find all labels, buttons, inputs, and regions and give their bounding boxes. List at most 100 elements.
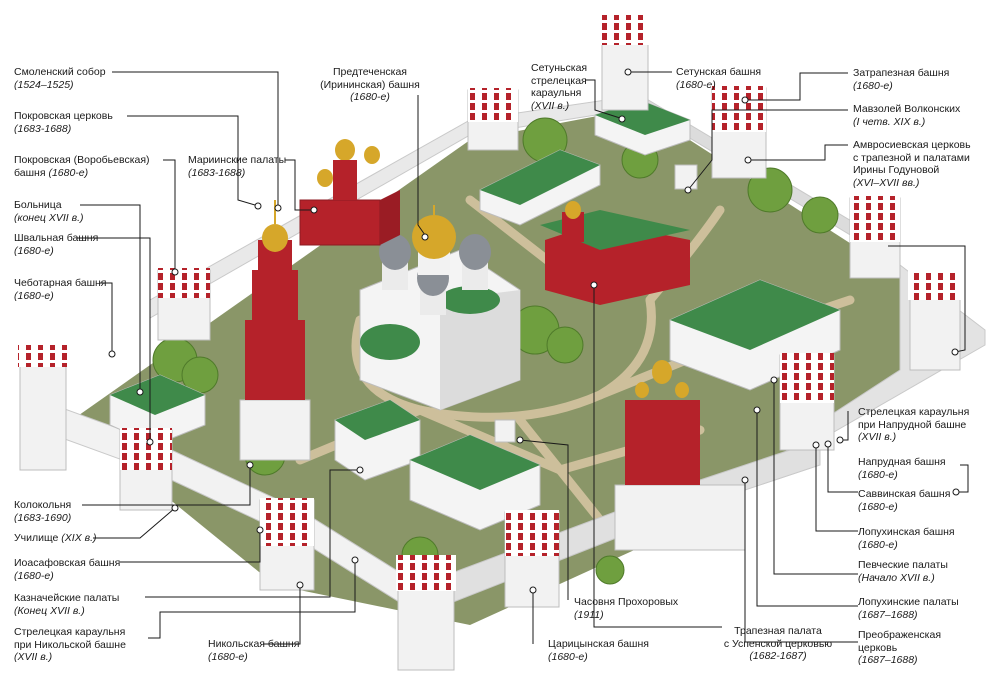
- label-lopukhinskaya-tower: Лопухинская башня (1680-е): [858, 526, 955, 551]
- label-name-2: с трапезной и палатами: [853, 151, 970, 164]
- label-naprudnaya-guardhouse: Стрелецкая караульня при Напрудной башне…: [858, 406, 969, 444]
- label-date: (конец XVII в.): [14, 211, 84, 224]
- shvalnaya-tower: [157, 268, 211, 341]
- label-date: (1680-е): [350, 91, 390, 103]
- label-pevcheskie-chambers: Певческие палаты (Начало XVII в.): [858, 559, 948, 584]
- label-name: Покровская (Воробьевская): [14, 154, 150, 166]
- preobrazhenskaya-church: [614, 360, 746, 551]
- label-date: (1683-1688): [14, 122, 72, 135]
- naprudnaya-tower: [908, 270, 962, 371]
- label-date: (1687–1688): [858, 608, 918, 621]
- label-name-3: Ирины Годуновой: [853, 164, 940, 176]
- smolensky-cathedral: [359, 205, 521, 411]
- label-date: (1524–1525): [14, 78, 74, 91]
- towers: [18, 15, 962, 671]
- label-date: (1680-е): [48, 166, 89, 179]
- label-name: Мавзолей Волконских: [853, 103, 961, 115]
- label-name: Больница: [14, 199, 62, 211]
- ioasafovskaya-tower: [259, 498, 315, 591]
- label-bolnitsa: Больница (конец XVII в.): [14, 199, 84, 224]
- label-date: (1680-е): [858, 538, 898, 551]
- label-pokrovskaya-church: Покровская церковь (1683-1688): [14, 110, 113, 135]
- label-chebotarnaya-tower: Чеботарная башня (1680-е): [14, 277, 106, 302]
- label-name-2: (Ирининская) башня: [320, 78, 420, 91]
- label-name: Амвросиевская церковь: [853, 139, 971, 151]
- label-name: Напрудная башня: [858, 456, 946, 468]
- prokhorov-chapel: [494, 419, 516, 443]
- label-ioasafovskaya-tower: Иоасафовская башня (1680-е): [14, 557, 120, 582]
- label-name: Трапезная палата: [734, 625, 822, 637]
- label-name: Швальная башня: [14, 232, 99, 244]
- label-name: Колокольня: [14, 499, 72, 511]
- label-setunskaya-guardhouse: Сетуньская стрелецкая караульня (XVII в.…: [531, 62, 587, 112]
- label-ambrosievskaya-church: Амвросиевская церковь с трапезной и пала…: [853, 139, 971, 189]
- label-smolensky-cathedral: Смоленский собор (1524–1525): [14, 66, 106, 91]
- label-name-2: при Никольской башне: [14, 638, 126, 651]
- label-volkonsky-mausoleum: Мавзолей Волконских (I четв. XIX в.): [853, 103, 960, 128]
- zatrapeznaya-tower: [711, 86, 767, 179]
- label-name: Царицынская башня: [548, 638, 649, 650]
- ambrosievskaya-church: [540, 201, 690, 305]
- label-savvinskaya-tower: Саввинская башня (1680-е): [858, 488, 950, 513]
- label-preobrazhenskaya-church: Преображенская церковь (1687–1688): [858, 629, 941, 667]
- label-nikolskaya-tower: Никольская башня (1680-е): [208, 638, 299, 663]
- label-date: (1680-е): [14, 569, 54, 582]
- label-name-2: церковь: [858, 641, 898, 654]
- label-name-3: караульня: [531, 87, 582, 99]
- label-date: (1680-е): [14, 289, 54, 302]
- label-date: (1680-е): [208, 650, 248, 663]
- label-date: (XIX в.): [61, 532, 97, 544]
- label-mariinskie-chambers: Мариинские палаты (1683-1688): [188, 154, 286, 179]
- label-name: Преображенская: [858, 629, 942, 641]
- label-name: Смоленский собор: [14, 66, 106, 78]
- label-name: Часовня Прохоровых: [574, 596, 679, 608]
- volkonsky-mausoleum: [674, 164, 698, 190]
- label-setunskaya-tower: Сетунская башня (1680-е): [676, 66, 761, 91]
- label-uchilishche: Училище (XIX в.): [14, 532, 97, 545]
- label-date: (XVII в.): [858, 431, 897, 443]
- ambrosievskaya-tower: [849, 196, 901, 279]
- label-predtechenskaya-tower: Предтеченская (Ирининская) башня (1680-е…: [318, 66, 422, 104]
- savvinskaya-tower: [779, 353, 835, 451]
- label-kaznacheyskie-chambers: Казначейские палаты (Конец XVII в.): [14, 592, 119, 617]
- label-date: (1680-е): [858, 468, 898, 481]
- buildings: [109, 99, 841, 531]
- label-naprudnaya-tower: Напрудная башня (1680-е): [858, 456, 946, 481]
- pokrovskaya-church: [299, 139, 400, 246]
- label-trapeznaya-chamber: Трапезная палата с Успенской церковью (1…: [712, 625, 844, 663]
- setunskaya-tower: [600, 15, 650, 111]
- label-date: (Начало XVII в.): [858, 571, 935, 584]
- leader-lines: [76, 71, 969, 645]
- label-name: Предтеченская: [332, 66, 407, 78]
- label-date: (XVI–XVII вв.): [853, 176, 920, 189]
- label-name: Чеботарная башня: [14, 277, 107, 289]
- label-date: (Конец XVII в.): [14, 604, 85, 617]
- label-name: Сетунская башня: [676, 66, 762, 78]
- label-name: Стрелецкая караульня: [858, 406, 970, 418]
- label-date: (1680-е): [858, 500, 898, 513]
- label-name: Певческие палаты: [858, 559, 948, 571]
- label-name: Лопухинские палаты: [858, 596, 959, 608]
- label-kolokolnya: Колокольня (1683-1690): [14, 499, 71, 524]
- label-name: Затрапезная башня: [853, 67, 950, 79]
- label-name-2: при Напрудной башне: [858, 418, 967, 431]
- label-name: Покровская церковь: [14, 110, 113, 122]
- label-name: Никольская башня: [208, 638, 300, 650]
- label-date: (1683-1690): [14, 511, 72, 524]
- label-date: (1687–1688): [858, 654, 918, 666]
- label-name: Саввинская башня: [858, 488, 951, 500]
- nikolskaya-tower: [396, 555, 456, 671]
- leader-dots: [108, 68, 960, 594]
- label-date: (1680-е): [548, 650, 588, 663]
- label-date: (XVII в.): [14, 651, 53, 663]
- label-nikolskaya-guardhouse: Стрелецкая караульня при Никольской башн…: [14, 626, 126, 664]
- label-name-2: башня: [14, 166, 46, 179]
- label-name: Стрелецкая караульня: [14, 626, 126, 638]
- label-date: (XVII в.): [531, 99, 570, 112]
- label-pokrovskaya-tower: Покровская (Воробьевская) башня (1680-е): [14, 154, 150, 179]
- bell-tower: [239, 200, 311, 461]
- label-name: Иоасафовская башня: [14, 557, 121, 569]
- label-prokhorov-chapel: Часовня Прохоровых (1911): [574, 596, 678, 621]
